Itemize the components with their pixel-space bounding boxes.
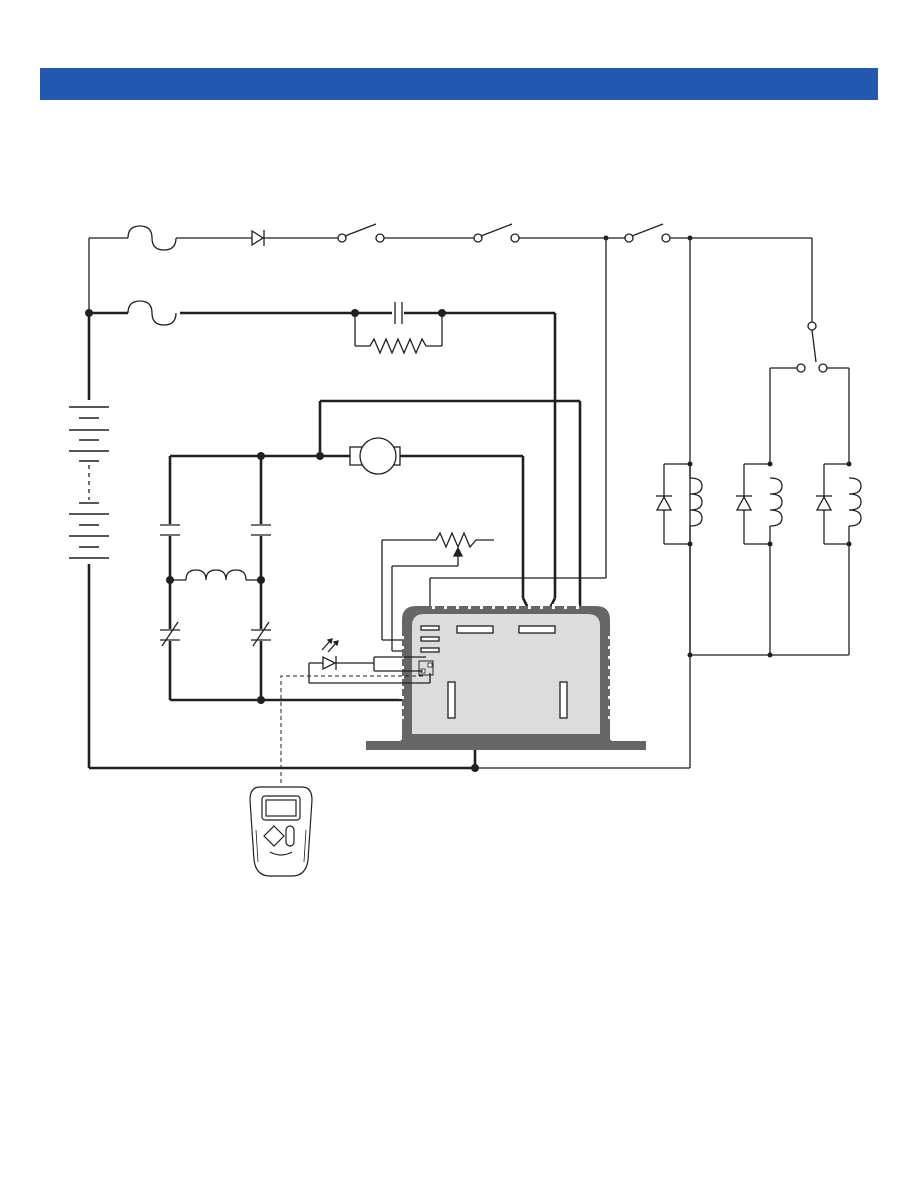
switch-icon — [796, 321, 828, 373]
header-bar — [40, 68, 878, 100]
inductor-icon — [170, 569, 261, 581]
motor-icon — [349, 437, 401, 475]
fuse-icon — [127, 300, 177, 326]
contactor-coil-icon — [815, 463, 862, 545]
capacitor-icon — [249, 524, 273, 536]
controller-icon — [366, 604, 646, 750]
diode-icon — [251, 229, 265, 247]
capacitor-icon — [392, 300, 404, 326]
contactor-coil-icon — [735, 463, 783, 545]
resistor-icon — [354, 313, 443, 355]
fuse-icon — [127, 225, 177, 251]
led-icon — [308, 638, 431, 684]
capacitor-icon — [249, 621, 273, 647]
capacitor-icon — [158, 621, 182, 647]
switch-icon — [624, 223, 671, 243]
battery-icon — [69, 400, 110, 564]
switch-icon — [473, 223, 520, 243]
capacitor-icon — [158, 524, 182, 536]
programmer-cable — [280, 675, 423, 786]
contactor-coil-icon — [655, 463, 703, 545]
switch-icon — [337, 223, 385, 243]
handheld-programmer-icon — [249, 786, 313, 877]
